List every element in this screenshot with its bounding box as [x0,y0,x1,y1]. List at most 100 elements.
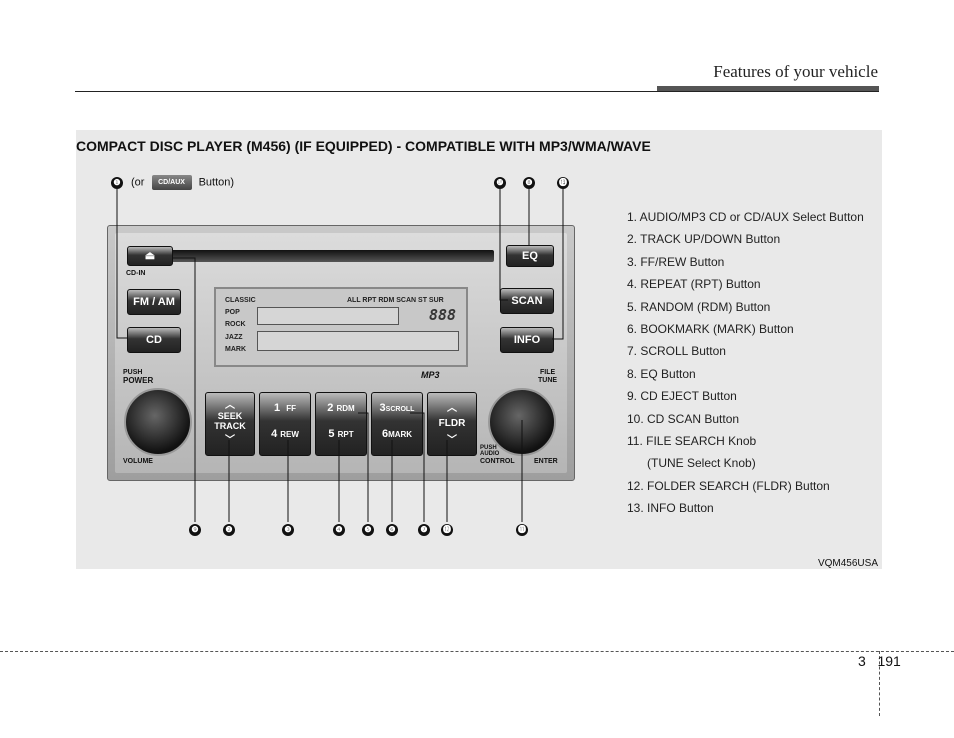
header-accent-bar [657,86,879,92]
preset-2: 2 RDM [316,402,366,414]
display-segment-digits: 888 [429,306,457,324]
display-mode-pop: POP [225,309,240,316]
preset-3-number: 3 [379,402,386,414]
legend-item-11: 11. FILE SEARCH Knob [627,433,757,448]
display-mode-classic: CLASSIC [225,297,256,304]
header-rule [75,91,879,92]
chapter-number: 3 [858,653,866,669]
power-label: POWER [123,376,154,385]
callout-9: ❾ [189,524,201,536]
or-note-suffix: Button) [198,176,235,189]
preset-1-label: FF [286,404,297,413]
display-mode-mark: MARK [225,346,246,353]
preset-6: 6MARK [372,428,422,440]
display-mode-rock: ROCK [225,321,246,328]
page-number: 3 191 [858,653,901,669]
preset-4-number: 4 [271,428,278,440]
folder-search-button[interactable]: ︿ FLDR ﹀ [427,392,477,456]
control-label: CONTROL [480,458,515,465]
legend-item-3: 3. FF/REW Button [627,254,725,269]
legend-item-13: 13. INFO Button [627,501,714,516]
preset-3-label: SCROLL [385,406,415,413]
fm-am-button[interactable]: FM / AM [127,289,181,315]
button-legend: 1. AUDIO/MP3 CD or CD/AUX Select Button … [627,210,864,523]
push-label: PUSH [123,369,143,376]
legend-item-4: 4. REPEAT (RPT) Button [627,277,761,292]
callout-13: ⓭ [557,177,569,189]
cd-in-label: CD-IN [126,270,146,277]
callout-11: ⓫ [516,524,528,536]
preset-4-label: REW [280,430,299,439]
preset-1-4-button[interactable]: 1 FF 4 REW [259,392,311,456]
volume-label: VOLUME [123,458,153,465]
info-button[interactable]: INFO [500,327,554,353]
page-header-title: Features of your vehicle [713,62,878,81]
display-status-row: ALL RPT RDM SCAN ST SUR [347,297,444,304]
eq-button[interactable]: EQ [506,245,554,267]
or-note-prefix: (or [131,176,145,189]
push-audio-label-1: PUSH [480,445,497,451]
callout-10: ❿ [494,177,506,189]
track-label: TRACK [214,421,246,431]
callout-5: ❺ [362,524,374,536]
callout-1: ❶ [111,177,123,189]
legend-item-5: 5. RANDOM (RDM) Button [627,299,771,314]
or-note: (or CD/AUX Button) [131,175,234,190]
folder-down-icon: ﹀ [447,435,457,446]
legend-item-9: 9. CD EJECT Button [627,389,737,404]
legend-item-11-note: (TUNE Select Knob) [647,456,756,471]
display-text-field-1 [257,307,399,325]
preset-6-label: MARK [388,430,413,439]
preset-2-label: RDM [336,404,355,413]
legend-item-10: 10. CD SCAN Button [627,411,740,426]
preset-5: 5 RPT [316,428,366,440]
tune-label: TUNE [538,377,558,384]
preset-5-number: 5 [328,428,335,440]
scan-button[interactable]: SCAN [500,288,554,314]
preset-3: 3SCROLL [372,402,422,414]
seek-down-icon: ﹀ [225,435,235,446]
callout-6: ❻ [386,524,398,536]
preset-3-6-button[interactable]: 3SCROLL 6MARK [371,392,423,456]
file-label: FILE [540,369,556,376]
display-text-field-2 [257,331,459,351]
cd-aux-mini-button: CD/AUX [151,175,192,190]
preset-2-number: 2 [327,402,334,414]
section-title: COMPACT DISC PLAYER (M456) (IF EQUIPPED)… [76,138,651,154]
enter-label: ENTER [534,458,558,465]
legend-item-8: 8. EQ Button [627,366,696,381]
legend-item-2: 2. TRACK UP/DOWN Button [627,232,781,247]
preset-2-5-button[interactable]: 2 RDM 5 RPT [315,392,367,456]
callout-7: ❼ [418,524,430,536]
page-number-value: 191 [877,653,901,669]
preset-4: 4 REW [260,428,310,440]
footer-dashed-rule [0,651,954,652]
preset-1: 1 FF [260,402,310,414]
image-code: VQM456USA [817,558,878,569]
legend-item-7: 7. SCROLL Button [627,344,726,359]
push-audio-label-2: AUDIO [480,451,500,457]
cd-slot [170,250,494,262]
cd-button[interactable]: CD [127,327,181,353]
folder-up-icon: ︿ [447,403,457,414]
seek-up-icon: ︿ [225,400,235,411]
legend-item-1: 1. AUDIO/MP3 CD or CD/AUX Select Button [627,210,864,224]
callout-3: ❸ [282,524,294,536]
preset-5-label: RPT [337,430,354,439]
fldr-label: FLDR [438,418,466,429]
volume-power-knob[interactable] [124,388,192,456]
seek-track-button[interactable]: ︿ SEEK TRACK ﹀ [205,392,255,456]
callout-4: ❹ [333,524,345,536]
eject-button[interactable]: ⏏ [127,246,173,266]
mp3-logo: MP3 [421,370,440,380]
callout-8: ❽ [523,177,535,189]
legend-item-6: 6. BOOKMARK (MARK) Button [627,321,794,336]
lcd-display: CLASSIC POP ROCK JAZZ MARK ALL RPT RDM S… [214,287,468,367]
preset-6-number: 6 [381,428,389,440]
display-mode-jazz: JAZZ [225,334,243,341]
preset-1-number: 1 [273,402,281,414]
callout-2: ❷ [223,524,235,536]
legend-item-12: 12. FOLDER SEARCH (FLDR) Button [627,478,830,493]
footer-dashed-divider [879,651,880,716]
